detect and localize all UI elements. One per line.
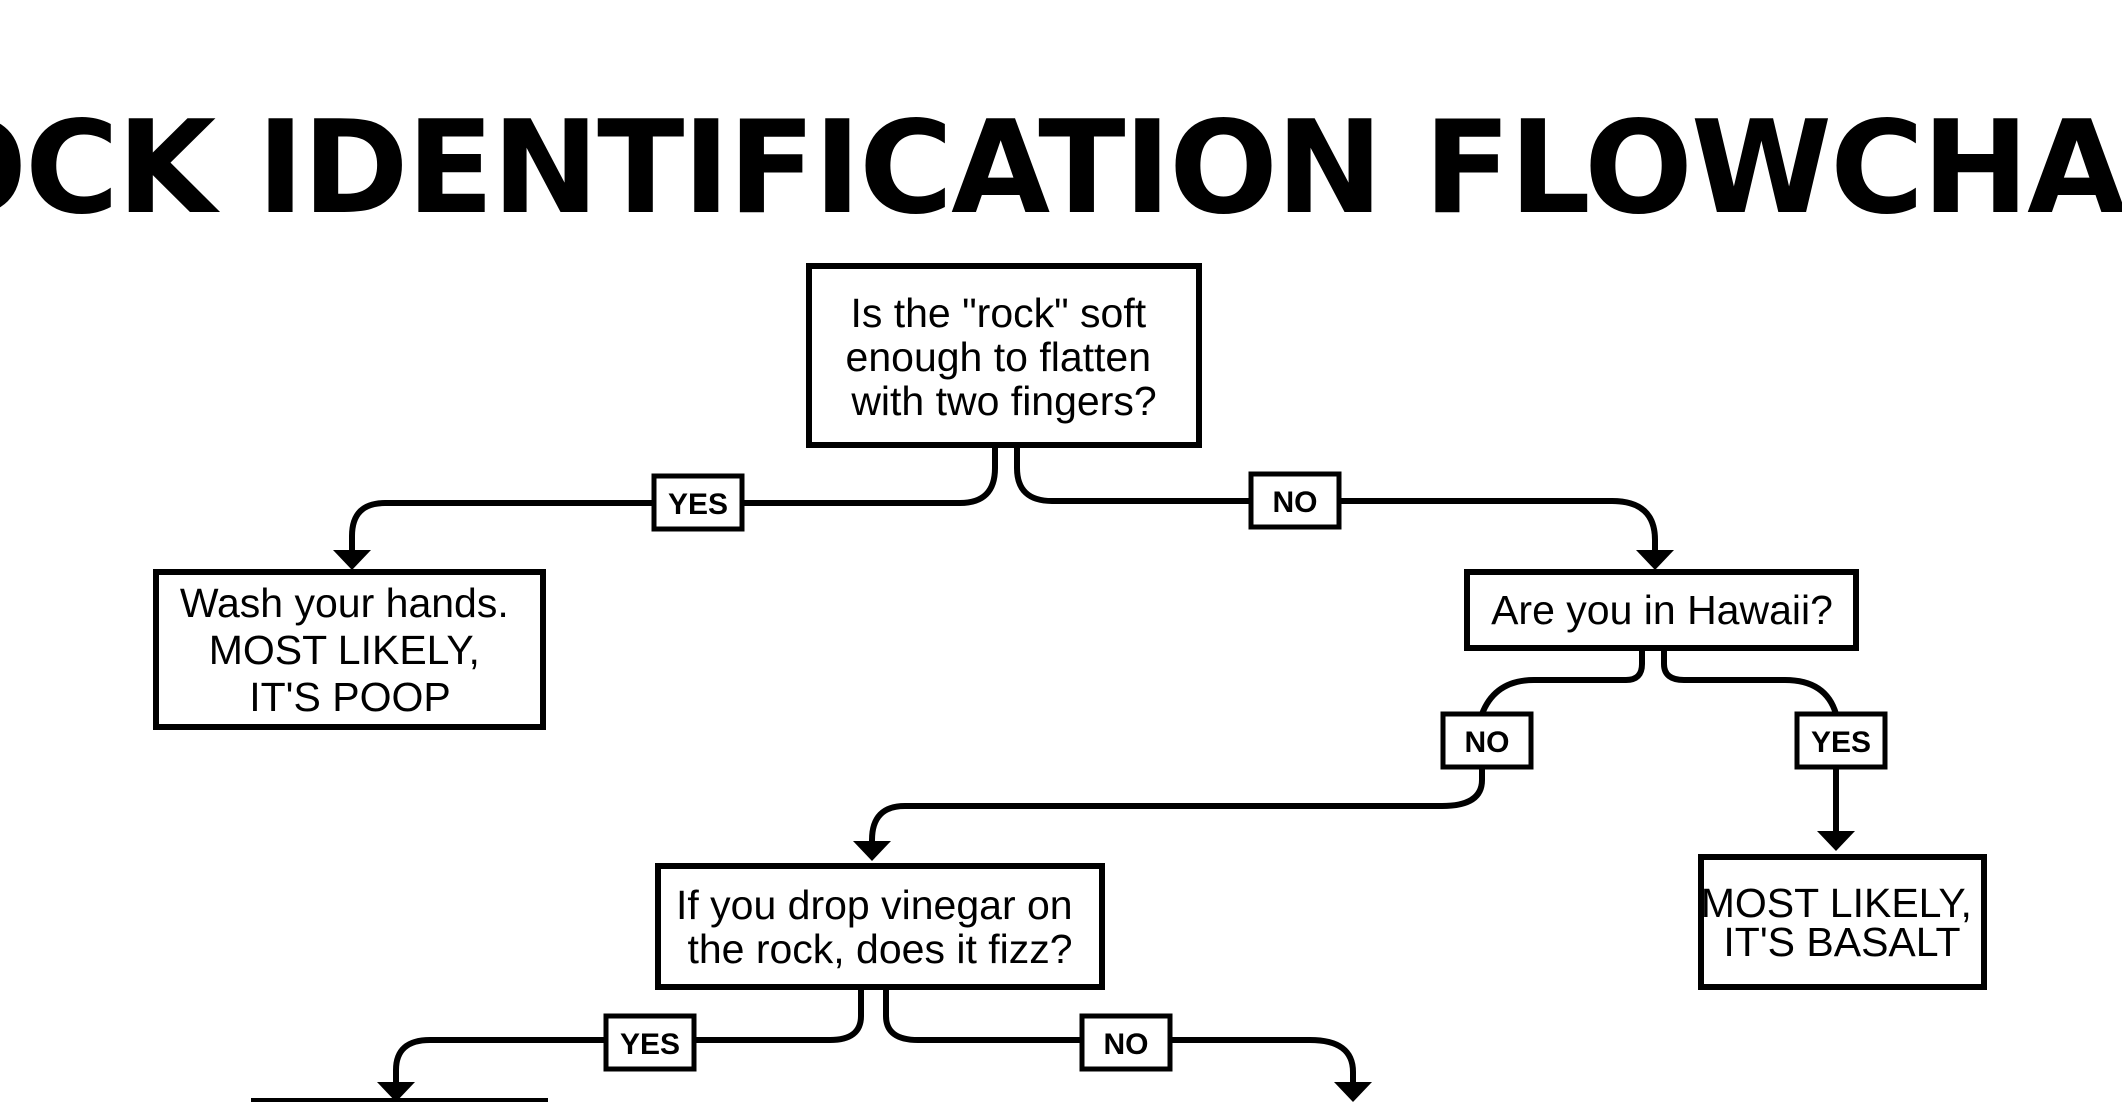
edge-label-vinegar-no: NO	[1079, 1013, 1173, 1072]
arrowhead-vinegar-yes	[377, 1082, 415, 1102]
node-line: with two fingers?	[850, 378, 1156, 424]
edge-hawaii-yes	[1661, 651, 1839, 715]
node-vinegar-fizz-text: If you drop vinegar on the rock, does it…	[676, 882, 1084, 972]
edge-label-hawaii-yes: YES	[1794, 711, 1888, 770]
edge-label-vinegar-yes: YES	[603, 1013, 697, 1072]
arrowhead-hawaii-no	[853, 841, 891, 861]
edge-label-text: YES	[668, 488, 728, 521]
edge-label-soft-yes: YES	[651, 473, 745, 532]
node-basalt: MOST LIKELY, IT'S BASALT	[1698, 854, 1987, 990]
arrowhead-hawaii-yes	[1817, 831, 1855, 851]
arrowhead-soft-yes	[333, 550, 371, 570]
node-line: IT'S BASALT	[1723, 919, 1960, 965]
node-line: Is the "rock" soft	[850, 290, 1146, 336]
edge-label-hawaii-no: NO	[1440, 711, 1534, 770]
edge-hawaii-no	[1479, 651, 1645, 716]
edge-label-soft-no: NO	[1248, 471, 1342, 530]
node-wash-hands: Wash your hands. MOST LIKELY, IT'S POOP	[153, 569, 546, 730]
node-are-you-in-hawaii-text: Are you in Hawaii?	[1491, 587, 1833, 633]
node-line: MOST LIKELY,	[209, 627, 480, 673]
edge-soft-no	[1014, 448, 1658, 552]
edge-label-text: NO	[1465, 726, 1510, 759]
node-line: If you drop vinegar on	[676, 882, 1073, 928]
node-line: IT'S POOP	[249, 674, 450, 720]
edge-label-text: NO	[1273, 486, 1318, 519]
node-is-rock-soft-text: Is the "rock" soft enough to flatten wit…	[846, 290, 1163, 424]
node-vinegar-fizz: If you drop vinegar on the rock, does it…	[655, 863, 1105, 990]
arrowhead-soft-no	[1636, 550, 1674, 570]
edge-label-text: YES	[1811, 726, 1871, 759]
node-line: MOST LIKELY,	[1701, 880, 1972, 926]
node-wash-hands-text: Wash your hands. MOST LIKELY, IT'S POOP	[180, 580, 520, 720]
edge-vinegar-no	[883, 990, 1356, 1084]
node-is-rock-soft: Is the "rock" soft enough to flatten wit…	[806, 263, 1202, 448]
arrowhead-vinegar-no	[1334, 1082, 1372, 1102]
edge-label-text: YES	[620, 1028, 680, 1061]
edge-hawaii-no-lower	[869, 768, 1485, 843]
node-basalt-text: MOST LIKELY, IT'S BASALT	[1701, 880, 1984, 965]
node-are-you-in-hawaii: Are you in Hawaii?	[1464, 569, 1859, 651]
page-title: ROCK IDENTIFICATION FLOWCHART	[0, 94, 2122, 243]
node-line: Wash your hands.	[180, 580, 509, 626]
node-line: enough to flatten	[846, 334, 1151, 380]
node-line: the rock, does it fizz?	[687, 926, 1072, 972]
edge-label-text: NO	[1104, 1028, 1149, 1061]
